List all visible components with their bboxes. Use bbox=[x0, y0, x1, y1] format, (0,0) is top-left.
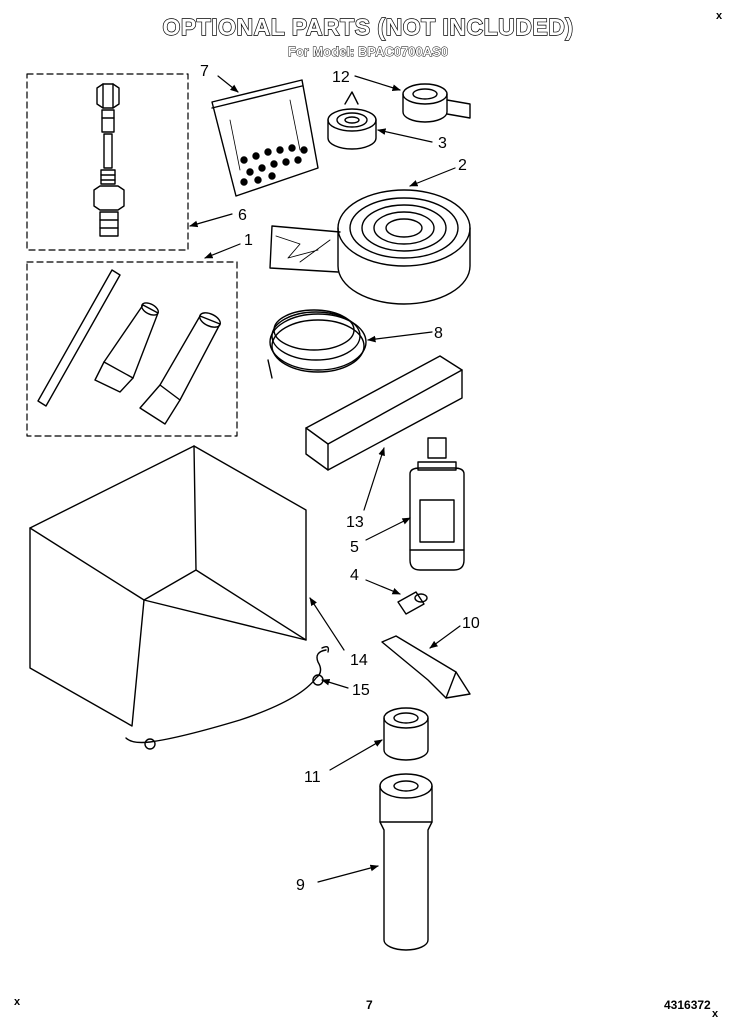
cover-part bbox=[29, 445, 307, 727]
leader-lines bbox=[189, 75, 461, 883]
cap-part bbox=[397, 591, 428, 615]
callout-14: 14 bbox=[350, 652, 368, 669]
corner-mark-top-right: x bbox=[716, 10, 723, 22]
fitting-box bbox=[26, 73, 189, 251]
foam-roll-part bbox=[269, 189, 471, 305]
callout-11: 11 bbox=[304, 769, 321, 786]
callout-10: 10 bbox=[462, 615, 480, 632]
document-number: 4316372 bbox=[664, 998, 711, 1012]
callout-7: 7 bbox=[200, 63, 209, 80]
tall-can-part bbox=[379, 773, 433, 951]
fitting-adapter-part bbox=[93, 83, 125, 237]
callout-2: 2 bbox=[458, 157, 467, 174]
bottle-part bbox=[409, 437, 465, 571]
callout-6: 6 bbox=[238, 207, 247, 224]
small-can-part bbox=[383, 707, 429, 761]
callout-4: 4 bbox=[350, 567, 359, 584]
tube-part-small bbox=[94, 302, 159, 393]
stick-part bbox=[37, 269, 121, 407]
foam-block-part bbox=[305, 355, 463, 471]
cord-part bbox=[125, 645, 330, 750]
callout-3: 3 bbox=[438, 135, 447, 152]
coil-part bbox=[267, 309, 367, 379]
screw-bag-part bbox=[211, 79, 319, 197]
callout-9: 9 bbox=[296, 877, 305, 894]
install-kit-box bbox=[26, 261, 238, 437]
callout-1: 1 bbox=[244, 232, 253, 249]
callout-5: 5 bbox=[350, 539, 359, 556]
sealant-tube-part bbox=[381, 635, 471, 699]
model-subtitle: For Model: BPAC0700AS0 bbox=[287, 44, 449, 60]
tape-roll-part-3 bbox=[327, 91, 377, 150]
callout-15: 15 bbox=[352, 682, 370, 699]
corner-mark-bottom-left: x bbox=[14, 996, 21, 1008]
tube-part-large bbox=[139, 312, 221, 425]
page-title: OPTIONAL PARTS (NOT INCLUDED) bbox=[162, 13, 574, 40]
tape-roll-part-12 bbox=[402, 83, 471, 123]
callout-13: 13 bbox=[346, 514, 364, 531]
callout-12: 12 bbox=[332, 69, 350, 86]
corner-mark-bottom-right: x bbox=[712, 1008, 719, 1020]
callout-8: 8 bbox=[434, 325, 443, 342]
page-number: 7 bbox=[366, 998, 373, 1012]
